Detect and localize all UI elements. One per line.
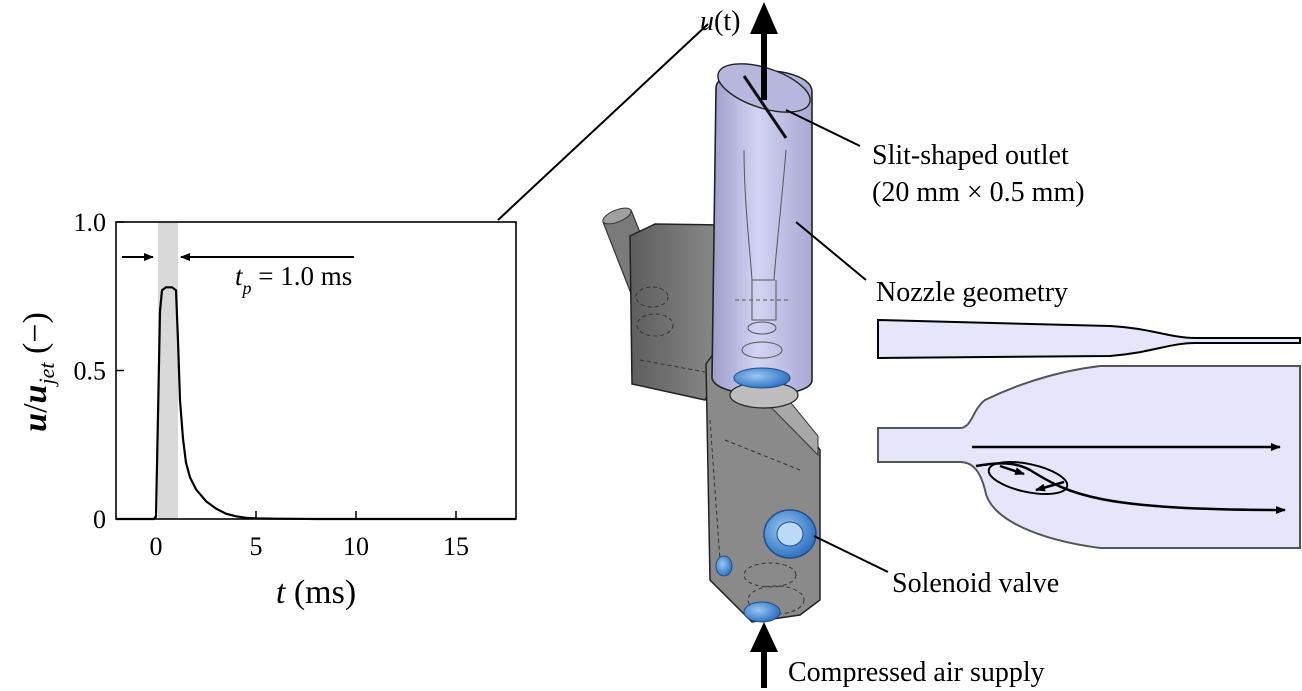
vortex-arrow-2 [1035,480,1065,492]
coupling-seal [733,367,791,389]
nozzle-body [711,69,813,396]
plot-frame [115,221,517,520]
vortex-arrow-1 [999,464,1025,476]
chart-to-outlet-leader [497,23,709,221]
pulse-duration-annotation: tp = 1.0 ms [235,261,352,298]
velocity-pulse-chart: 0 5 10 15 0 0.5 1.0 tp = 1.0 ms t (ms) u/ujet … [17,208,517,611]
x-tick-label: 15 [443,532,469,561]
label-leaders [785,109,889,573]
solenoid-valve-label: Solenoid valve [892,568,1059,599]
x-tick-label: 10 [343,532,369,561]
pulse-duration-shading [158,223,178,519]
nozzle-geometry-label: Nozzle geometry [876,277,1068,308]
nozzle-profile-side [877,318,1301,360]
axis-ticks: 0 5 10 15 0 0.5 1.0 [74,208,470,561]
bottom-fitting-right [743,601,781,623]
slit-outlet [742,75,788,139]
outlet-flow-arrowhead [750,2,778,34]
recirculation-vortex [987,460,1069,496]
y-tick-label: 0.5 [74,357,107,386]
inlet-flow-arrowhead [750,622,778,652]
supply-pipe-end [602,207,632,225]
velocity-label: u(t) [700,6,740,37]
nozzle-profile-top [877,365,1301,549]
slit-outlet-label: Slit-shaped outlet [872,140,1069,171]
x-tick-label: 5 [250,532,263,561]
bottom-fitting-left [715,555,733,577]
solenoid-fitting-inner [776,521,804,547]
y-axis-label: u/ujet (−) [17,312,59,432]
slit-outlet-dimensions: (20 mm × 0.5 mm) [872,177,1085,208]
y-tick-label: 0 [93,505,106,534]
x-tick-label: 0 [150,532,163,561]
nozzle-internal-edges [735,149,790,359]
actuator-assembly [602,2,821,688]
x-axis-label: t (ms) [276,574,356,611]
hidden-edges [635,286,805,615]
y-tick-label: 1.0 [74,208,107,237]
velocity-series-line [116,286,516,521]
air-supply-label: Compressed air supply [788,657,1045,688]
